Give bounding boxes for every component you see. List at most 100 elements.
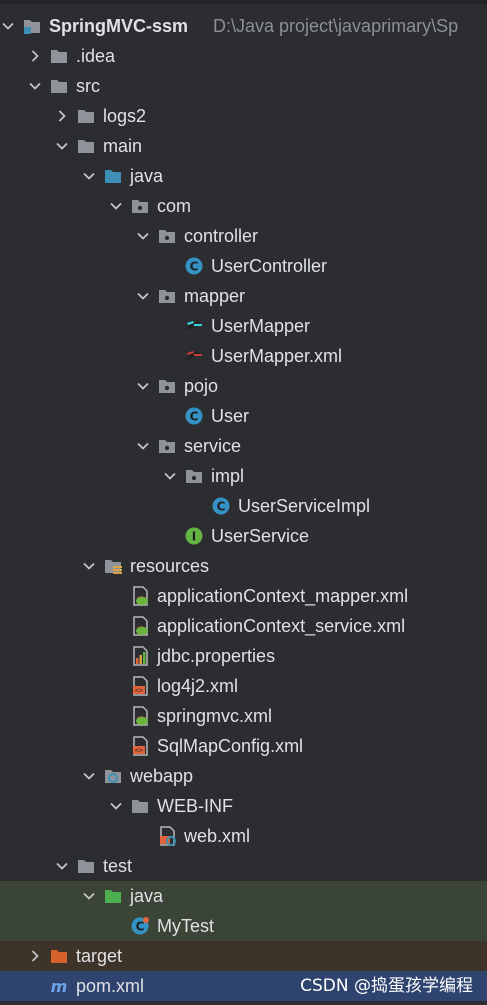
spring-xml-icon: <> [130,586,150,606]
class-icon: C [184,406,204,426]
web-xml-icon [157,826,177,846]
tree-row-web-xml[interactable]: web.xml [0,821,487,851]
project-path: D:\Java project\javaprimary\Sp [213,16,459,36]
chevron-right-icon[interactable] [54,108,70,124]
chevron-down-icon[interactable] [81,768,97,784]
tree-item-label: src [76,76,100,96]
tree-row-applicationcontext-service-xml[interactable]: <>applicationContext_service.xml [0,611,487,641]
tree-row-test[interactable]: test [0,851,487,881]
tree-row-resources[interactable]: resources [0,551,487,581]
tree-row-user[interactable]: C User [0,401,487,431]
chevron-down-icon[interactable] [108,798,124,814]
chevron-down-icon[interactable] [162,468,178,484]
package-icon [157,436,177,456]
tree-item-label: test [103,856,133,876]
tree-item-label: controller [184,226,259,246]
tree-row-impl[interactable]: impl [0,461,487,491]
chevron-down-icon[interactable] [135,228,151,244]
tree-item-label: logs2 [103,106,147,126]
interface-icon: I [184,526,204,546]
tree-item-label: impl [211,466,245,486]
tree-item-label: UserMapper.xml [211,346,343,366]
tree-item-label: UserServiceImpl [238,496,371,516]
tree-item-label: java [130,166,164,186]
chevron-down-icon[interactable] [135,378,151,394]
tree-row-log4j2-xml[interactable]: <>log4j2.xml [0,671,487,701]
project-icon [22,16,42,36]
maven-icon: m [49,976,69,996]
tree-row-mytest[interactable]: C MyTest [0,911,487,941]
tree-row-pojo[interactable]: pojo [0,371,487,401]
test-class-icon: C [130,916,150,936]
package-icon [184,466,204,486]
chevron-down-icon[interactable] [81,888,97,904]
excluded-folder-icon [49,946,69,966]
tree-item-label: User [211,406,250,426]
tree-row-sqlmapconfig-xml[interactable]: <>SqlMapConfig.xml [0,731,487,761]
tree-item-label: service [184,436,242,456]
tree-item-label: java [130,886,164,906]
chevron-down-icon[interactable] [81,168,97,184]
tree-row-webapp[interactable]: webapp [0,761,487,791]
tree-item-label: com [157,196,192,216]
tree-row-main[interactable]: main [0,131,487,161]
tree-item-label: pojo [184,376,219,396]
folder-icon [130,796,150,816]
chevron-right-icon[interactable] [27,48,43,64]
chevron-down-icon[interactable] [54,858,70,874]
chevron-down-icon[interactable] [81,558,97,574]
svg-text:m: m [51,977,68,996]
package-icon [157,376,177,396]
folder-icon [76,106,96,126]
tree-row-mapper[interactable]: mapper [0,281,487,311]
chevron-down-icon[interactable] [135,438,151,454]
tree-row-idea[interactable]: .idea [0,41,487,71]
tree-item-label: UserController [211,256,328,276]
spring-xml-icon: <> [130,706,150,726]
tree-row-src[interactable]: src [0,71,487,101]
tree-row-target[interactable]: target [0,941,487,971]
class-icon: C [211,496,231,516]
spring-xml-icon: <> [130,616,150,636]
mybatis-xml-icon [184,346,204,366]
tree-row-userserviceimpl[interactable]: C UserServiceImpl [0,491,487,521]
chevron-down-icon[interactable] [135,288,151,304]
chevron-down-icon[interactable] [27,78,43,94]
tree-row-applicationcontext-mapper-xml[interactable]: <>applicationContext_mapper.xml [0,581,487,611]
tree-row-usermapper[interactable]: UserMapper [0,311,487,341]
svg-text:<>: <> [135,747,143,755]
tree-row-com[interactable]: com [0,191,487,221]
mybatis-interface-icon [184,316,204,336]
test-folder-icon [103,886,123,906]
tree-row-java[interactable]: java [0,161,487,191]
tree-item-label: resources [130,556,210,576]
tree-row-web-inf[interactable]: WEB-INF [0,791,487,821]
tree-row-controller[interactable]: controller [0,221,487,251]
tree-row-logs2[interactable]: logs2 [0,101,487,131]
chevron-down-icon[interactable] [0,18,16,34]
folder-icon [49,46,69,66]
tree-row-java[interactable]: java [0,881,487,911]
tree-item-label: jdbc.properties [157,646,276,666]
chevron-down-icon[interactable] [108,198,124,214]
package-icon [157,286,177,306]
svg-text:C: C [136,920,145,934]
svg-text:C: C [190,410,199,424]
tree-row-springmvc-xml[interactable]: <> springmvc.xml [0,701,487,731]
chevron-down-icon[interactable] [54,138,70,154]
chevron-right-icon[interactable] [27,948,43,964]
tree-row-service[interactable]: service [0,431,487,461]
tree-item-label: pom.xml [76,976,145,996]
folder-icon [76,136,96,156]
package-icon [130,196,150,216]
tree-row-usermapper-xml[interactable]: UserMapper.xml [0,341,487,371]
tree-item-label: springmvc.xml [157,706,273,726]
properties-icon [130,646,150,666]
tree-item-label: MyTest [157,916,215,936]
tree-row-jdbc-properties[interactable]: jdbc.properties [0,641,487,671]
